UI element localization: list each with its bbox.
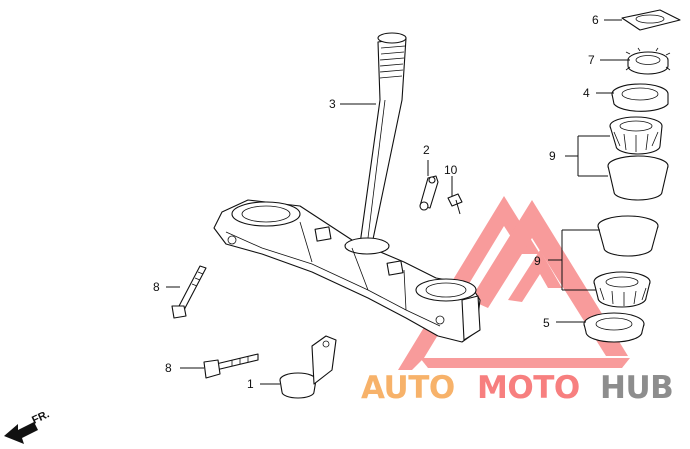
stem-collar bbox=[279, 335, 337, 399]
lower-bearing bbox=[593, 271, 651, 308]
watermark-word-moto: MOTO bbox=[477, 370, 580, 406]
callout-2: 2 bbox=[423, 143, 430, 157]
lower-bracket bbox=[213, 199, 481, 343]
callout-3: 3 bbox=[329, 97, 336, 111]
pinch-bolt-upper bbox=[171, 265, 207, 319]
upper-outer-race bbox=[607, 155, 669, 201]
callout-7: 7 bbox=[588, 53, 595, 67]
watermark-base-bar bbox=[420, 358, 630, 368]
watermark-word-hub: HUB bbox=[600, 370, 673, 406]
upper-bearing bbox=[609, 116, 663, 155]
direction-label: FR. bbox=[30, 408, 51, 426]
callout-8-lower: 8 bbox=[165, 361, 172, 375]
watermark-text: AUTO MOTO HUB bbox=[361, 370, 674, 406]
callout-5: 5 bbox=[543, 316, 550, 330]
callout-6: 6 bbox=[592, 13, 599, 27]
clip-bolt bbox=[447, 193, 463, 215]
castle-nut bbox=[625, 47, 671, 75]
arrow-left-icon bbox=[4, 422, 38, 444]
watermark-triangle-right bbox=[470, 200, 628, 356]
callout-1: 1 bbox=[247, 377, 254, 391]
front-direction-arrow: FR. bbox=[4, 408, 51, 444]
top-lock-washer bbox=[621, 9, 681, 31]
callout-4: 4 bbox=[583, 86, 590, 100]
dust-seal bbox=[583, 312, 645, 343]
leader-lines bbox=[166, 19, 630, 385]
watermark-inner-chevron bbox=[508, 250, 562, 302]
cable-clip bbox=[419, 175, 439, 211]
steering-stem bbox=[359, 32, 407, 245]
callout-9-upper: 9 bbox=[549, 149, 556, 163]
watermark-word-auto: AUTO bbox=[361, 370, 455, 406]
lower-outer-race bbox=[597, 215, 659, 257]
callout-10: 10 bbox=[444, 163, 458, 177]
callout-8-upper: 8 bbox=[153, 280, 160, 294]
upper-bearing-race bbox=[611, 83, 669, 112]
callout-9-lower: 9 bbox=[534, 254, 541, 268]
pinch-bolt-lower bbox=[203, 353, 259, 379]
